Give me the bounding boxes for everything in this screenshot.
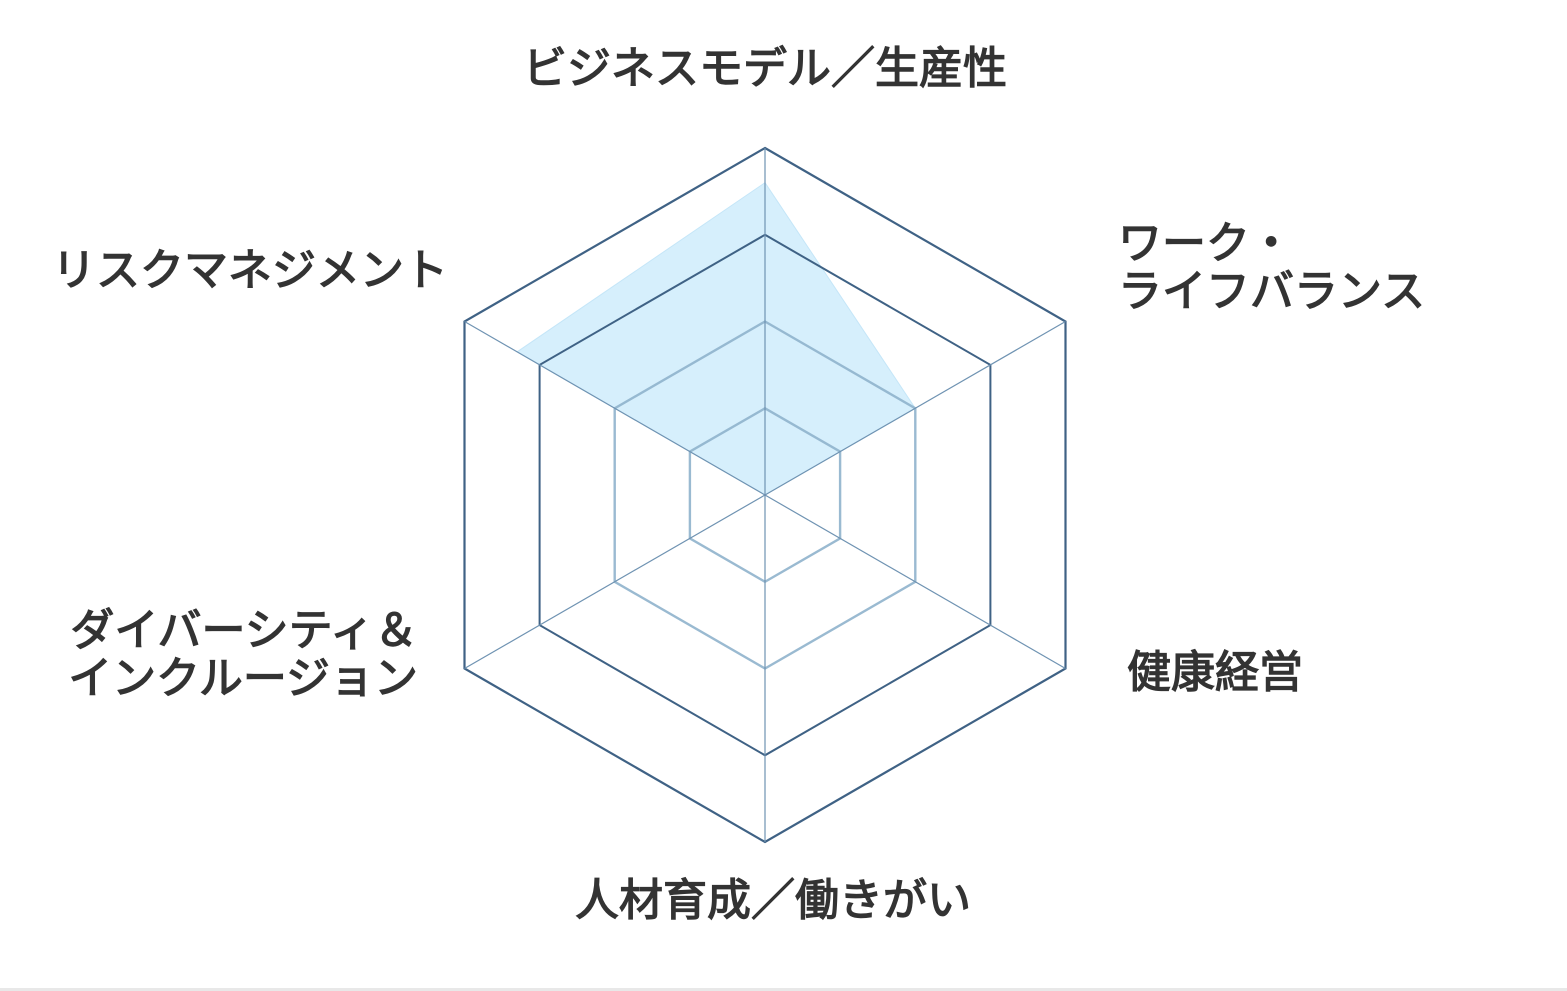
axis-label-5: リスクマネジメント — [52, 245, 448, 296]
axis-label-3-line-0: 人材育成／働きがい — [575, 875, 971, 926]
axis-label-4: ダイバーシティ＆インクルージョン — [68, 605, 418, 704]
axis-label-2-line-0: 健康経営 — [1127, 647, 1303, 698]
axis-label-0-line-0: ビジネスモデル／生産性 — [523, 43, 1007, 94]
frame-bottom-border — [0, 988, 1567, 991]
spoke-2 — [764, 494, 1066, 670]
spoke-1 — [764, 320, 1066, 496]
spoke-4 — [464, 494, 766, 670]
axis-label-5-line-0: リスクマネジメント — [52, 245, 448, 296]
axis-label-1-line-1: ライフバランス — [1118, 266, 1425, 317]
spoke-layer — [464, 148, 1066, 842]
axis-label-0: ビジネスモデル／生産性 — [523, 43, 1007, 94]
axis-label-2: 健康経営 — [1127, 647, 1303, 698]
axis-label-1: ワーク・ライフバランス — [1118, 218, 1425, 317]
axis-label-4-line-0: ダイバーシティ＆ — [70, 605, 418, 656]
spoke-5 — [464, 320, 766, 496]
series-area-layer — [516, 182, 917, 843]
axis-label-3: 人材育成／働きがい — [575, 875, 971, 926]
axis-label-4-line-1: インクルージョン — [68, 653, 418, 704]
series-area-0 — [516, 182, 917, 842]
axis-label-1-line-0: ワーク・ — [1118, 218, 1293, 269]
